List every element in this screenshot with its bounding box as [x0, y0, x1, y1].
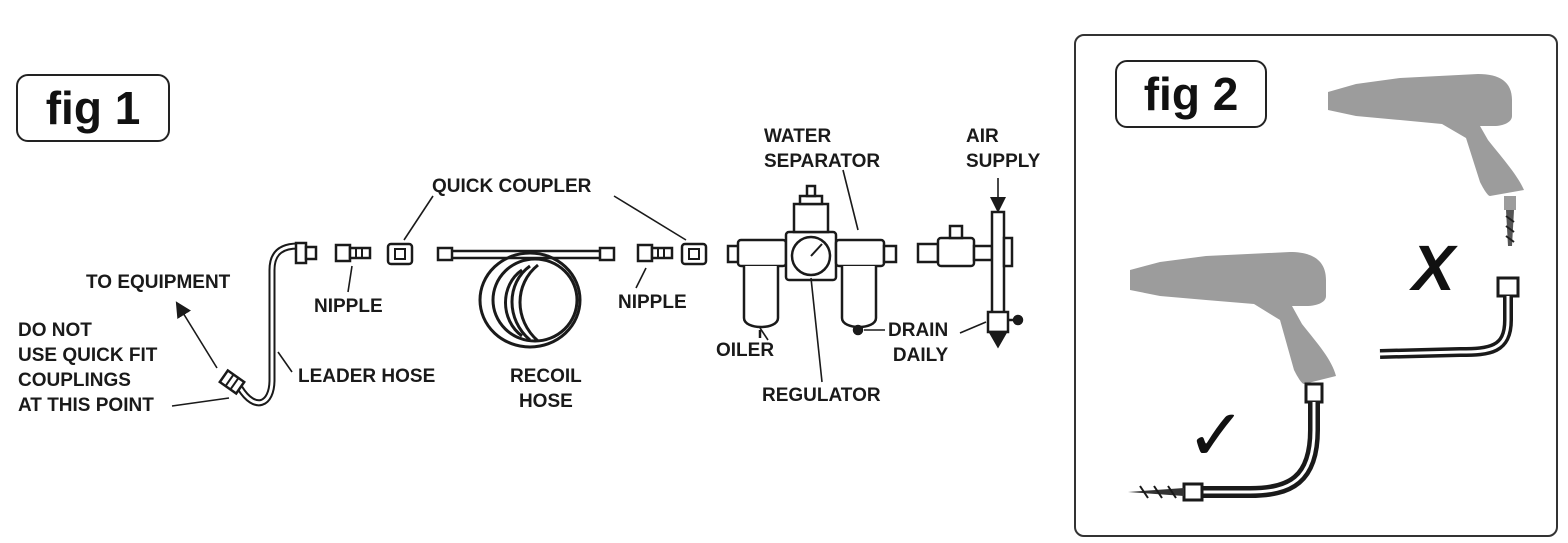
fig1-label: fig 1 [16, 74, 170, 142]
callout-recoil-hose-line-1: RECOIL [510, 366, 582, 387]
callout-nipple-left: NIPPLE [314, 296, 383, 317]
drill-correct-illustration [1130, 252, 1336, 404]
drill-incorrect-illustration [1328, 74, 1524, 246]
connected-hose [1128, 402, 1320, 502]
callout-leader-hose: LEADER HOSE [298, 366, 436, 387]
callout-recoil-hose: RECOIL HOSE [510, 364, 582, 414]
callout-drain-daily: DRAIN DAILY [888, 318, 948, 368]
callout-air-supply-line-1: AIR [966, 126, 999, 147]
fig1-leader-lines [171, 169, 1006, 407]
callout-nipple-right: NIPPLE [618, 292, 687, 313]
callout-do-not-line-1: DO NOT [18, 320, 92, 341]
callout-do-not-use-quick-fit: DO NOT USE QUICK FIT COUPLINGS AT THIS P… [18, 318, 157, 418]
frl-unit [726, 184, 898, 338]
recoil-hose-coils [478, 251, 582, 349]
callout-drain-daily-line-1: DRAIN [888, 320, 949, 341]
callout-do-not-line-2: USE QUICK FIT [18, 345, 158, 366]
nipple-right-part [636, 243, 674, 263]
callout-quick-coupler: QUICK COUPLER [432, 176, 592, 197]
leader-hose [237, 242, 299, 407]
callout-air-supply-line-2: SUPPLY [966, 151, 1041, 172]
leader-hose-end-fitting [218, 368, 246, 396]
correct-mark: ✓ [1186, 393, 1246, 477]
fig2-label: fig 2 [1115, 60, 1267, 128]
callout-water-separator: WATER SEPARATOR [764, 124, 880, 174]
callout-drain-daily-line-2: DAILY [892, 345, 949, 366]
incorrect-mark: X [1409, 232, 1458, 304]
callout-oiler: OILER [716, 340, 775, 361]
callout-water-separator-line-1: WATER [764, 126, 832, 147]
callout-regulator: REGULATOR [762, 385, 881, 406]
callout-recoil-hose-line-2: HOSE [518, 391, 573, 412]
callout-do-not-line-3: COUPLINGS [18, 370, 131, 391]
callout-air-supply: AIR SUPPLY [966, 124, 1040, 174]
leader-hose-top-fitting [294, 241, 318, 265]
quick-coupler-left-part [386, 242, 414, 266]
callout-water-separator-line-2: SEPARATOR [764, 151, 881, 172]
detached-hose [1379, 276, 1520, 359]
nipple-left-part [334, 243, 372, 263]
air-supply-assembly [916, 210, 1024, 349]
callout-do-not-line-4: AT THIS POINT [18, 395, 154, 416]
callout-to-equipment: TO EQUIPMENT [86, 272, 231, 293]
quick-coupler-right-part [680, 242, 708, 266]
